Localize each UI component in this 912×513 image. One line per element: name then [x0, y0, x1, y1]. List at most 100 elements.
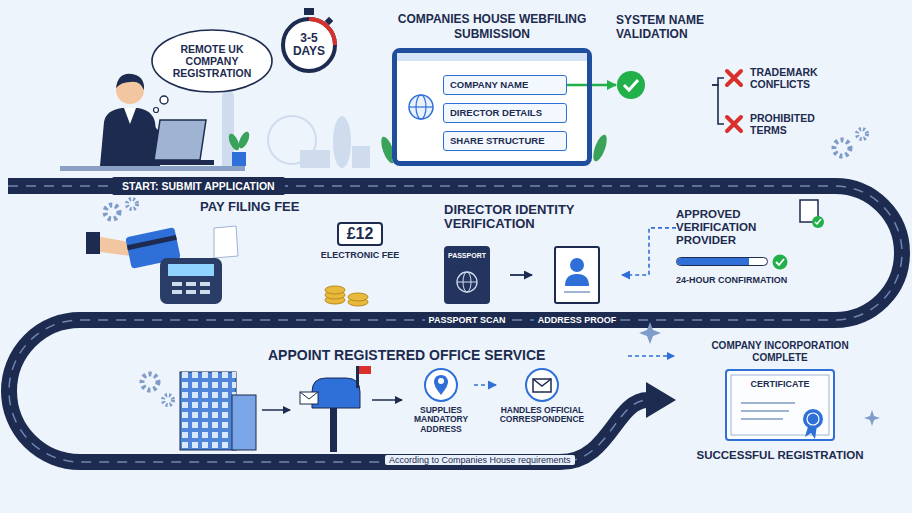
fee-caption: ELECTRONIC FEE	[321, 250, 400, 260]
shape	[803, 409, 823, 429]
coins	[325, 286, 345, 294]
connector	[510, 274, 532, 276]
shape	[624, 80, 638, 90]
step-heading: APPOINT REGISTERED OFFICE SERVICE	[268, 347, 545, 363]
shape	[304, 8, 314, 15]
road-caption: ADDRESS PROOF	[534, 314, 621, 326]
field-node: DIRECTOR DETAILS	[443, 103, 567, 123]
coins	[348, 293, 368, 301]
shape	[727, 71, 741, 85]
shape	[152, 30, 272, 92]
check-heading: SYSTEM NAME VALIDATION	[616, 14, 712, 42]
shape	[741, 402, 795, 404]
skyline	[300, 150, 330, 168]
shape	[160, 96, 168, 104]
provider-icon	[812, 216, 824, 228]
person-at-laptop	[154, 120, 206, 160]
progress-check	[772, 254, 788, 270]
cert-node: COMPANY INCORPORATION COMPLETECERTIFICAT…	[680, 340, 880, 461]
mailbox	[356, 366, 359, 388]
progress-row	[676, 254, 798, 270]
mailbox	[330, 408, 337, 452]
cross-icon	[724, 114, 744, 134]
shape	[283, 19, 335, 71]
address-document	[554, 246, 600, 304]
coins	[325, 286, 368, 306]
skyline	[222, 80, 370, 168]
card-reader	[200, 282, 210, 286]
banner-node: START: SUBMIT APPLICATION	[112, 177, 285, 195]
shape	[526, 369, 558, 401]
provider-heading: APPROVED VERIFICATION PROVIDER	[676, 208, 798, 248]
sparkles	[639, 322, 661, 344]
road-caption: PASSPORT SCAN	[425, 314, 510, 326]
dashed-pointer	[628, 355, 674, 357]
check-circle	[616, 70, 646, 100]
card-reader	[214, 226, 238, 258]
shape	[727, 117, 741, 131]
monitor-frame: COMPANY NAME DIRECTOR DETAILS SHARE STRUCT…	[392, 48, 592, 166]
xmark-node: PROHIBITED TERMS	[724, 112, 830, 136]
shape	[457, 272, 477, 292]
gears	[105, 205, 119, 219]
provider-node: APPROVED VERIFICATION PROVIDER24-HOUR CO…	[676, 208, 798, 285]
shape	[154, 108, 159, 113]
step-heading: DIRECTOR IDENTITY VERIFICATION	[444, 203, 614, 232]
cert-heading: COMPANY INCORPORATION COMPLETE	[705, 340, 855, 363]
road	[8, 186, 902, 462]
globe-icon	[407, 93, 435, 121]
xmark-node: TRADEMARK CONFLICTS	[724, 66, 830, 90]
step-heading: PAY FILING FEE	[200, 199, 299, 214]
person-at-laptop	[148, 160, 214, 165]
provider-icon	[815, 219, 821, 224]
shape	[565, 274, 589, 286]
gears	[857, 129, 867, 139]
doc-node: ADDRESS PROOF	[532, 246, 622, 326]
conflict-text: PROHIBITED TERMS	[750, 112, 830, 136]
shape	[617, 71, 645, 99]
mailbox	[372, 399, 402, 401]
watch-node: 3-5 DAYS	[280, 16, 338, 74]
office-building	[180, 372, 236, 450]
field-node: COMPANY NAME	[443, 75, 567, 95]
road-note: According to Companies House requirement…	[385, 455, 575, 465]
card-reader	[160, 258, 222, 304]
card-reader	[186, 290, 196, 294]
person-icon	[556, 248, 598, 302]
road	[8, 186, 902, 462]
person-at-laptop	[100, 108, 160, 166]
card-reader	[86, 226, 238, 304]
card-reader	[200, 290, 210, 294]
monitor-screen	[392, 48, 592, 166]
shape	[409, 95, 433, 119]
skyline	[352, 146, 370, 168]
card-reader	[172, 282, 182, 286]
field-text: DIRECTOR DETAILS	[444, 104, 566, 121]
connector	[622, 228, 676, 275]
field-node: SHARE STRUCTURE	[443, 131, 567, 151]
monitor-heading: COMPANIES HOUSE WEBFILING SUBMISSION	[392, 12, 592, 42]
passport-globe	[455, 270, 479, 294]
shape	[533, 379, 551, 392]
mailbox	[300, 392, 318, 399]
conflict-text: TRADEMARK CONFLICTS	[750, 66, 830, 90]
mail-icon-circle	[525, 368, 559, 402]
gears	[105, 129, 867, 405]
connector	[712, 85, 724, 124]
gears	[834, 140, 850, 156]
shape	[434, 375, 448, 395]
price-tag: £12	[337, 222, 384, 246]
check-holder	[616, 70, 646, 100]
shape	[776, 259, 784, 265]
card-reader	[172, 290, 182, 294]
field-text: COMPANY NAME	[444, 76, 566, 93]
mail-caption: HANDLES OFFICIAL CORRESPONDENCE	[496, 406, 588, 425]
gears	[163, 395, 173, 405]
plant	[237, 130, 252, 150]
mailbox	[300, 366, 402, 452]
card-reader	[168, 264, 214, 276]
person-at-laptop	[124, 108, 136, 124]
mailbox	[312, 378, 360, 408]
office-building	[262, 409, 290, 411]
